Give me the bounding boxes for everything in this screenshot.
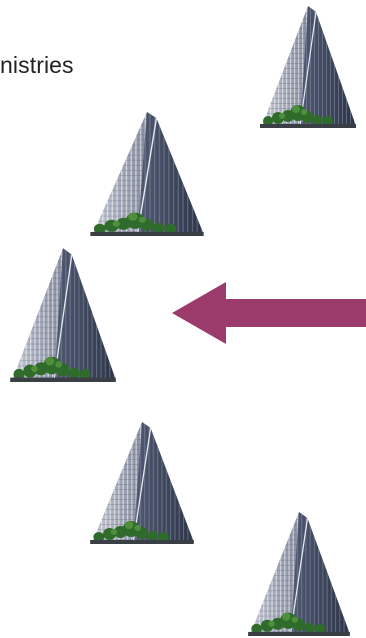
caption-text: nistries (0, 52, 74, 79)
building-upper-middle-icon (88, 110, 206, 236)
building-center-left-icon (8, 246, 118, 382)
building-top-right-icon (258, 4, 358, 128)
building-bottom-right-icon (246, 510, 352, 636)
building-lower-middle-icon (88, 420, 196, 544)
left-arrow-icon (172, 282, 366, 344)
